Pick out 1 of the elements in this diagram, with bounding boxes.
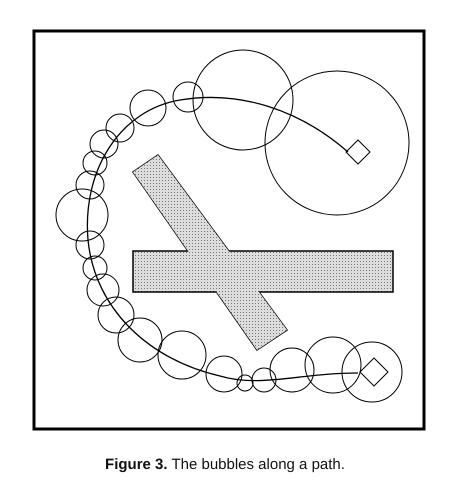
figure-caption: Figure 3. The bubbles along a path. [104,456,346,473]
